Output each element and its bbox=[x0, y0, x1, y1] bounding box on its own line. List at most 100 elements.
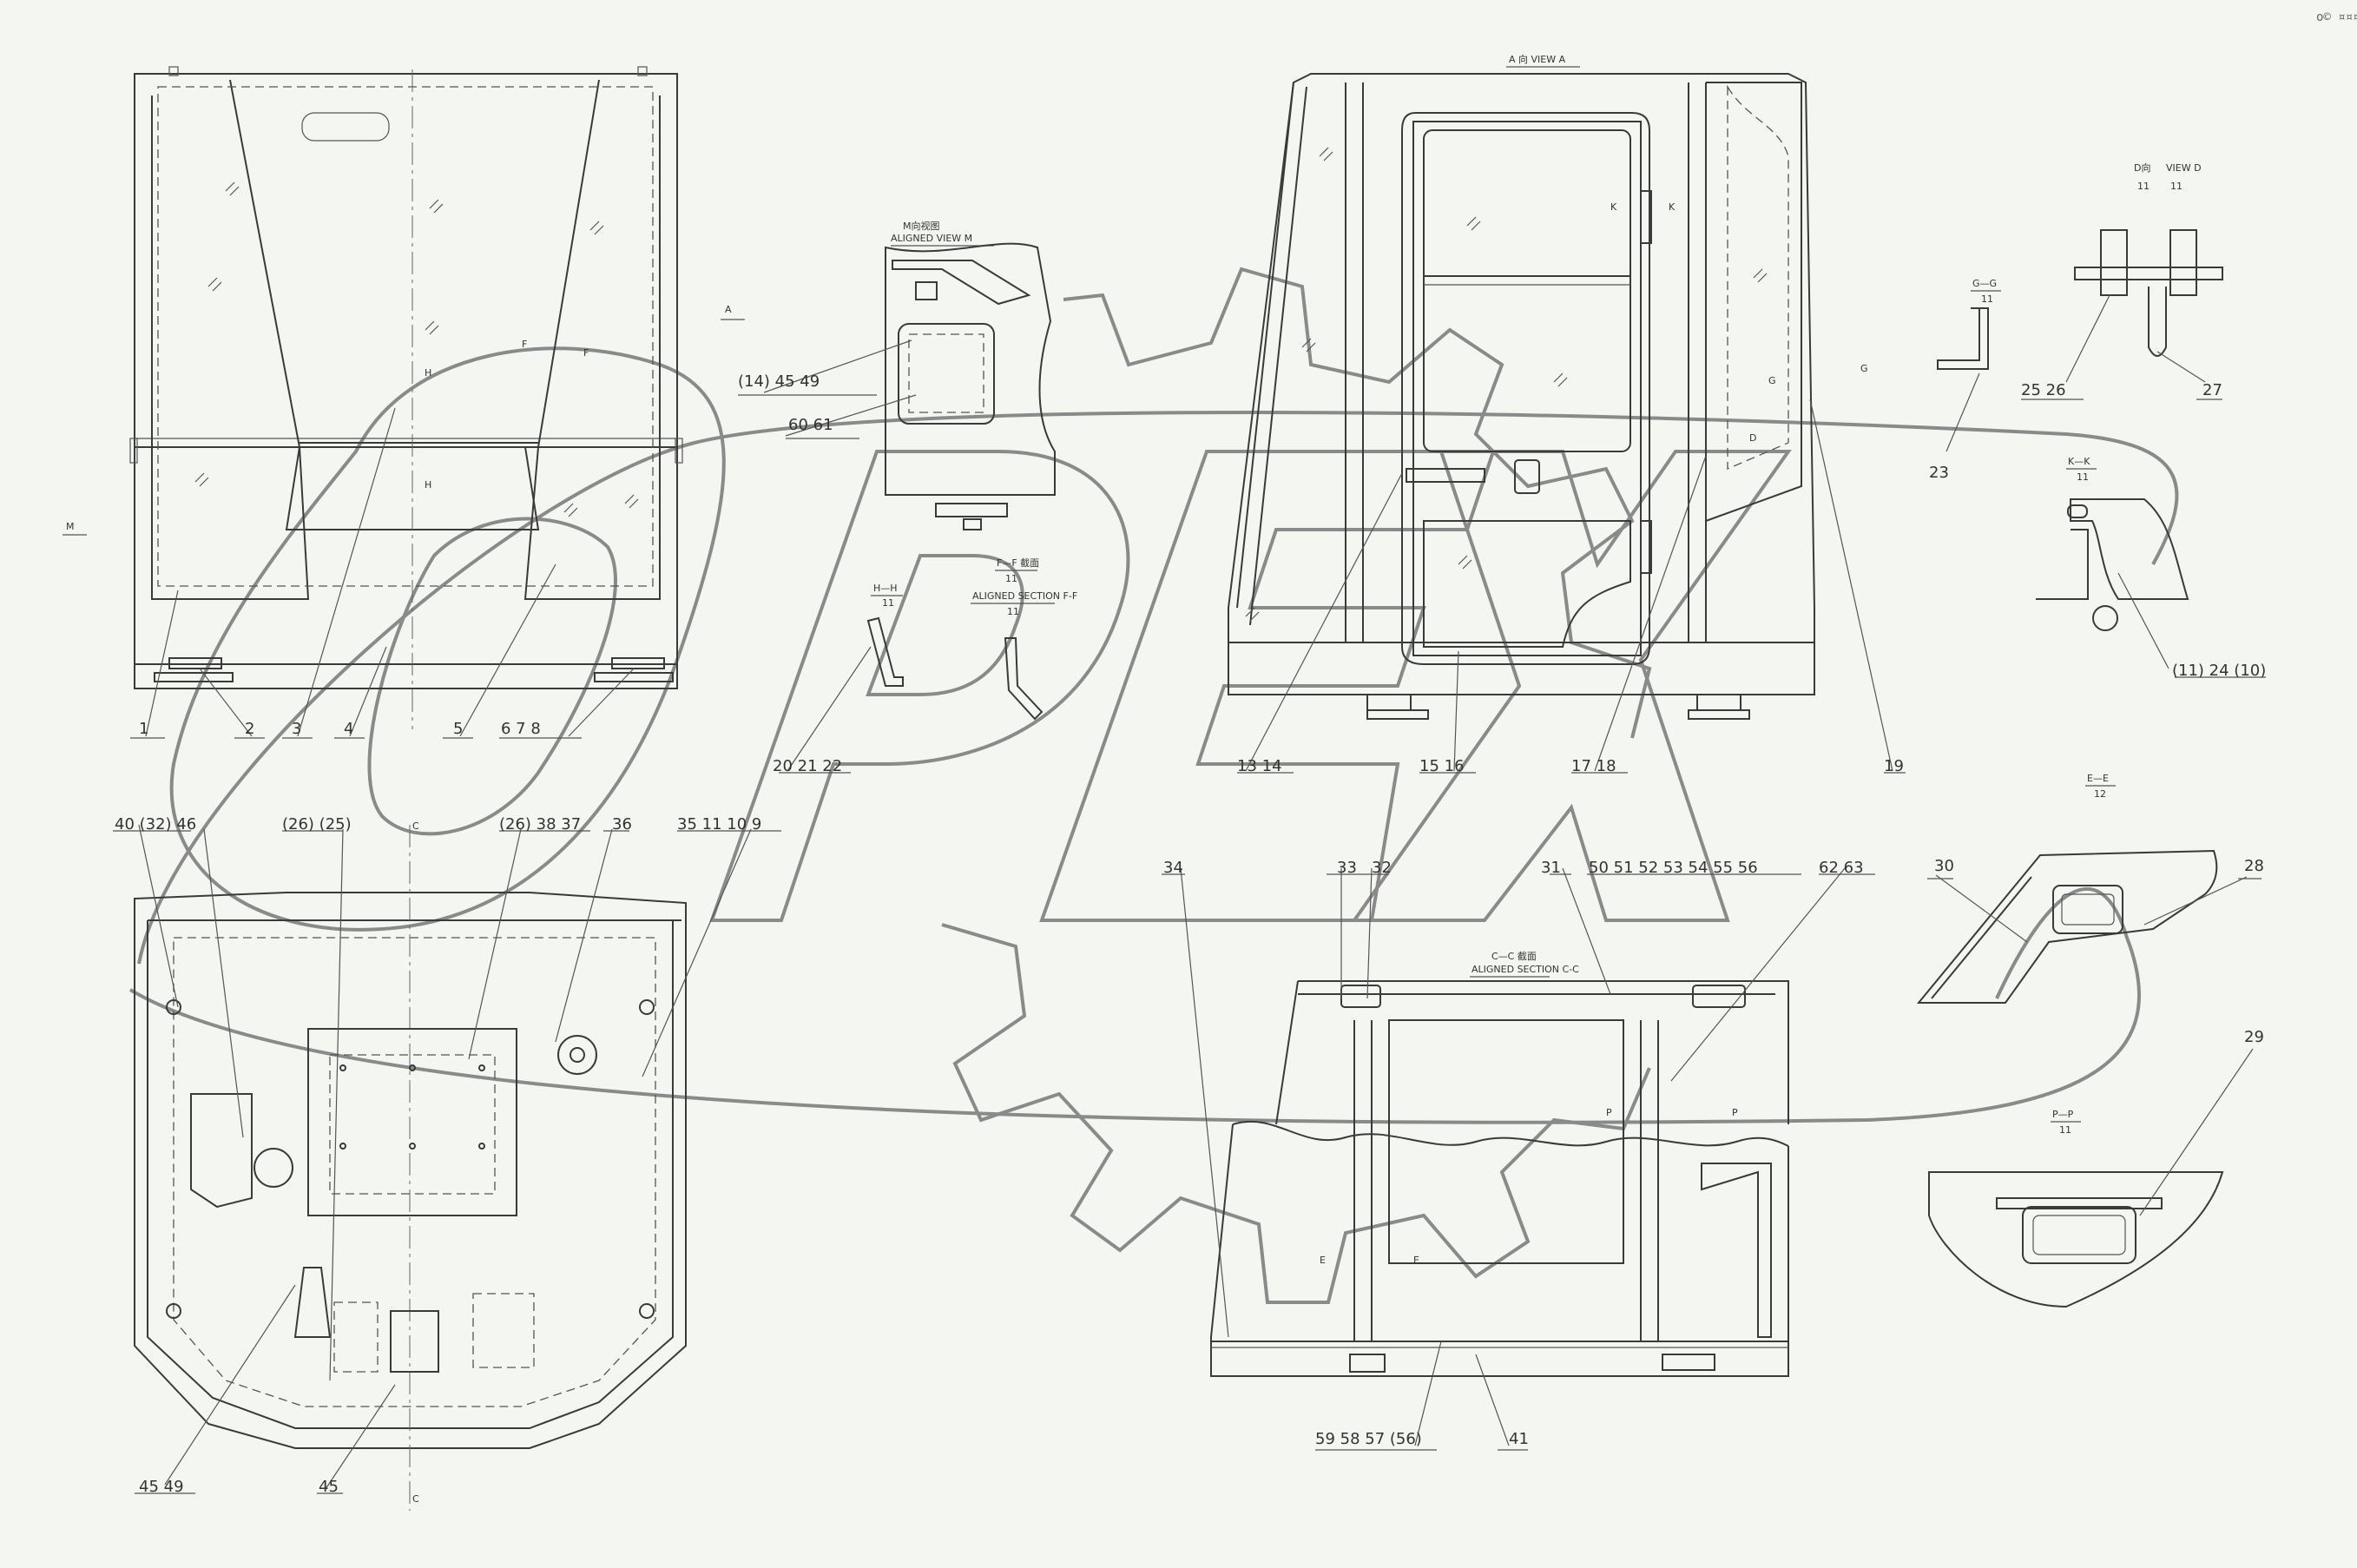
cc-window bbox=[1388, 1019, 1624, 1264]
antenna-base bbox=[293, 1267, 332, 1338]
callout-2: 2 bbox=[245, 720, 254, 738]
section-hh-title: H—H bbox=[873, 583, 898, 594]
left-window-outline bbox=[151, 79, 310, 600]
cc-front-pillar bbox=[1353, 1020, 1373, 1341]
cc-mount-left bbox=[1349, 1354, 1386, 1373]
view-d-plate bbox=[2074, 267, 2223, 280]
light-mount-right bbox=[472, 1293, 535, 1368]
section-ee-num: 12 bbox=[2094, 788, 2106, 800]
mark-k-left: K bbox=[1610, 201, 1617, 213]
light-mount-center bbox=[390, 1310, 439, 1373]
callout-25-26: 25 26 bbox=[2021, 381, 2066, 399]
callout-11-24-10: (11) 24 (10) bbox=[2172, 662, 2266, 680]
glass-boundary bbox=[157, 86, 654, 587]
section-kk: K—K 11 (11) 24 (10) bbox=[2036, 456, 2266, 680]
section-pp-title: P—P bbox=[2052, 1109, 2074, 1120]
watermark-letter-p bbox=[709, 450, 1130, 922]
callout-14-45-49: (14) 45 49 bbox=[738, 372, 820, 391]
mark-h-bottom: H bbox=[425, 479, 431, 491]
front-foot-left bbox=[154, 672, 234, 682]
door-outline bbox=[1401, 112, 1650, 665]
side-latch-right bbox=[675, 438, 683, 464]
callout-36: 36 bbox=[612, 815, 632, 833]
section-pp: P—P 11 29 bbox=[1928, 1028, 2264, 1308]
door-handle bbox=[1406, 468, 1485, 483]
callout-59-56: 59 58 57 (56) bbox=[1315, 1430, 1422, 1448]
watermark-letter-o bbox=[169, 346, 726, 932]
kk-profile bbox=[2070, 498, 2189, 600]
view-a-mount-right bbox=[1696, 694, 1741, 711]
mark-p-left: P bbox=[1606, 1107, 1612, 1118]
top-plan-view: 40 (32) 46 (26) (25) (26) 38 37 36 35 11… bbox=[113, 815, 781, 1511]
corner-mark: o© ¤¤¤ bbox=[2316, 10, 2357, 24]
pp-tube-inner bbox=[2032, 1215, 2126, 1255]
gg-leader bbox=[1946, 372, 1980, 452]
callout-17-18: 17 18 bbox=[1571, 757, 1616, 775]
view-a-glass-marks bbox=[1245, 147, 1768, 622]
callout-45-49: 45 49 bbox=[139, 1478, 184, 1496]
callout-6-8: 6 7 8 bbox=[501, 720, 541, 738]
section-pp-num: 11 bbox=[2059, 1124, 2071, 1136]
door-lower-window bbox=[1423, 520, 1631, 648]
mark-g-left: G bbox=[1768, 375, 1776, 386]
section-gg-num: 11 bbox=[1981, 293, 1993, 305]
ee-tube-inner bbox=[2061, 893, 2115, 926]
view-m-mount bbox=[935, 503, 1008, 530]
cc-rear-bracket bbox=[1701, 1163, 1772, 1338]
callout-15-16: 15 16 bbox=[1419, 757, 1465, 775]
ee-outline bbox=[1916, 849, 2218, 1004]
view-a: A 向 VIEW A 13 bbox=[1228, 53, 1906, 775]
section-hh-profile bbox=[866, 616, 904, 687]
wiper-motor bbox=[190, 1093, 253, 1209]
front-view-base bbox=[134, 663, 678, 689]
view-a-front-pillar bbox=[1345, 82, 1364, 642]
callout-13-14: 13 14 bbox=[1237, 757, 1282, 775]
vent-cap bbox=[557, 1035, 597, 1075]
view-a-leaders bbox=[1237, 399, 1906, 774]
callout-5: 5 bbox=[453, 720, 463, 738]
section-kk-title: K—K bbox=[2068, 456, 2090, 467]
section-kk-num: 11 bbox=[2077, 471, 2089, 483]
cc-lower bbox=[1210, 1123, 1789, 1377]
section-ff-num2: 11 bbox=[1007, 606, 1019, 617]
plan-outline bbox=[134, 892, 687, 1449]
callout-31: 31 bbox=[1541, 859, 1561, 877]
view-m-leaders bbox=[738, 339, 917, 439]
section-gg-title: G—G bbox=[1972, 278, 1997, 289]
callout-40-32-46: 40 (32) 46 bbox=[115, 815, 196, 833]
watermark-logo bbox=[128, 267, 2179, 1304]
mark-d: D bbox=[1749, 432, 1756, 444]
mark-e-left: E bbox=[1320, 1255, 1326, 1266]
view-m-port-inner bbox=[908, 333, 984, 413]
mark-e-right: E bbox=[1413, 1255, 1419, 1266]
view-m-title-en: ALIGNED VIEW M bbox=[891, 233, 972, 244]
callout-20-22: 20 21 22 bbox=[773, 757, 842, 775]
door-lock-plate bbox=[1514, 459, 1540, 494]
cc-front-rail bbox=[1340, 985, 1381, 1008]
section-ff: F—F 截面 11 ALIGNED SECTION F-F 11 bbox=[971, 557, 1077, 721]
door-hinge-lower bbox=[1640, 520, 1652, 574]
section-cc: C—C 截面 ALIGNED SECTION C-C 34 33 32 31 5… bbox=[1162, 859, 1875, 1451]
callout-62-63: 62 63 bbox=[1819, 859, 1864, 877]
callout-19: 19 bbox=[1884, 757, 1904, 775]
light-mount-left bbox=[333, 1301, 379, 1373]
cc-roof bbox=[1298, 980, 1789, 1124]
section-hh-num: 11 bbox=[882, 597, 894, 609]
callout-29: 29 bbox=[2244, 1028, 2264, 1046]
view-a-rear-window bbox=[1705, 82, 1802, 522]
section-gg-profile bbox=[1937, 307, 1989, 370]
watermark-gear-outline bbox=[941, 267, 1652, 1304]
plan-leaders bbox=[113, 824, 781, 1494]
view-m-title-cn: M向视图 bbox=[903, 220, 940, 232]
section-hh: H—H 11 20 21 22 bbox=[773, 583, 904, 775]
view-d-pin bbox=[2148, 287, 2167, 357]
front-view-frame bbox=[134, 73, 678, 665]
cc-mount-right bbox=[1662, 1354, 1715, 1371]
right-window-outline bbox=[523, 79, 661, 600]
section-cc-title-en: ALIGNED SECTION C-C bbox=[1471, 964, 1579, 975]
mark-f-right: F bbox=[583, 347, 589, 359]
ee-tube bbox=[2052, 885, 2123, 934]
section-ff-num: 11 bbox=[1005, 573, 1017, 584]
view-d-studs bbox=[2100, 229, 2197, 296]
